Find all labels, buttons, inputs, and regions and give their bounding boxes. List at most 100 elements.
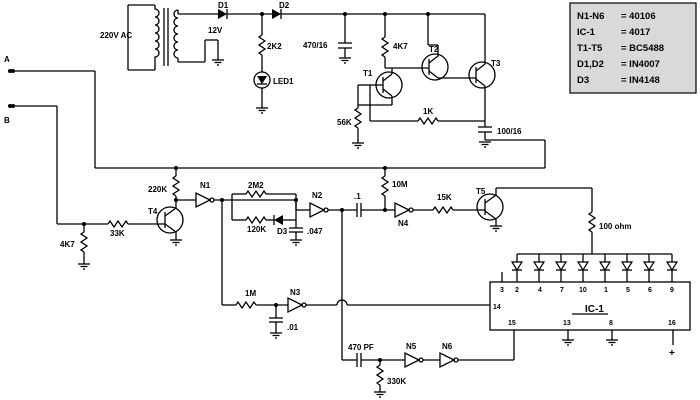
c047-label: .047 xyxy=(307,227,323,236)
led-pin-10 xyxy=(576,254,590,282)
resistor-1m xyxy=(235,300,257,310)
ic-pin-14: 14 xyxy=(493,304,501,311)
legend-value-5: = IN4148 xyxy=(621,75,660,86)
n2-label: N2 xyxy=(312,191,323,200)
mains-label: 220V AC xyxy=(100,31,132,40)
r15k-label: 15K xyxy=(437,193,452,202)
led-pin-1 xyxy=(598,254,612,282)
resistor-100-ohm xyxy=(587,211,597,233)
led1 xyxy=(253,71,271,89)
ic-pin-6: 6 xyxy=(648,287,652,294)
capacitor-047 xyxy=(289,227,303,233)
ic-pin-4: 4 xyxy=(538,287,542,294)
vcc-plus-label: + xyxy=(669,348,675,359)
legend-part-1: N1-N6 xyxy=(577,11,604,22)
component-legend: N1-N6 = 40106 IC-1 = 4017 T1-T5 = BC5488… xyxy=(569,2,697,94)
diode-d1 xyxy=(218,9,228,19)
c470-label: 470/16 xyxy=(303,41,328,50)
inverter-n4 xyxy=(394,201,414,219)
ic1-label: IC-1 xyxy=(585,304,604,315)
ic-pin-3: 3 xyxy=(500,287,504,294)
legend-part-3: T1-T5 xyxy=(577,43,603,54)
ic1-counter: IC-1 3 2 4 7 10 1 5 6 9 14 15 13 8 16 + xyxy=(489,272,691,359)
n1-label: N1 xyxy=(200,181,211,190)
r10m-label: 10M xyxy=(392,180,408,189)
capacitor-470pf xyxy=(356,353,362,367)
d2-label: D2 xyxy=(279,1,290,10)
led-pin-5 xyxy=(620,254,634,282)
ic-pin-7: 7 xyxy=(560,287,564,294)
ic-pin-16: 16 xyxy=(668,320,676,327)
t1-label: T1 xyxy=(363,69,373,78)
ground-symbol xyxy=(270,332,282,339)
diode-d2 xyxy=(272,9,282,19)
ground-symbol xyxy=(212,59,224,66)
ground-symbol xyxy=(606,339,618,346)
input-terminals: A B xyxy=(4,55,546,225)
transistor-t2 xyxy=(421,50,449,81)
resistor-1k xyxy=(417,116,439,126)
ic-pin-5: 5 xyxy=(626,287,630,294)
r33k-label: 33K xyxy=(110,229,125,238)
r100-label: 100 ohm xyxy=(599,222,631,231)
legend-value-2: = 4017 xyxy=(621,27,650,38)
transistor-t4 xyxy=(156,206,184,234)
c100-label: 100/16 xyxy=(497,127,522,136)
r56k-label: 56K xyxy=(337,118,352,127)
input-b-terminal xyxy=(8,104,12,108)
r120k-label: 120K xyxy=(247,225,266,234)
ground-symbol xyxy=(479,141,491,148)
capacitor-470uf xyxy=(338,42,352,49)
c470pf-label: 470 PF xyxy=(348,343,374,352)
t4-label: T4 xyxy=(148,207,158,216)
led-pin-2 xyxy=(510,254,524,282)
t5-label: T5 xyxy=(476,187,486,196)
transistor-t1 xyxy=(375,68,403,105)
capacitor-0-01 xyxy=(269,317,283,323)
resistor-4k7-top xyxy=(380,36,390,58)
n5-label: N5 xyxy=(406,342,417,351)
transistor-t3 xyxy=(468,61,496,89)
transistor-t5 xyxy=(476,193,504,221)
secondary-label: 12V xyxy=(208,26,223,35)
ground-symbol xyxy=(290,239,302,246)
n6-label: N6 xyxy=(442,342,453,351)
r1m-label: 1M xyxy=(245,289,256,298)
led-pin-6 xyxy=(642,254,656,282)
inverter-n5 xyxy=(404,351,424,369)
d1-label: D1 xyxy=(218,1,229,10)
legend-value-1: = 40106 xyxy=(621,11,656,22)
led-pin-4 xyxy=(532,254,546,282)
resistor-220k xyxy=(171,175,181,197)
r220k-label: 220K xyxy=(148,185,167,194)
resistor-33k xyxy=(107,219,129,229)
capacitor-0-1 xyxy=(356,203,362,217)
legend-part-4: D1,D2 xyxy=(577,59,604,70)
n3-label: N3 xyxy=(290,288,301,297)
c001-label: .01 xyxy=(287,323,299,332)
t3-label: T3 xyxy=(491,59,501,68)
r2m2-label: 2M2 xyxy=(248,181,264,190)
ground-symbol xyxy=(339,57,351,64)
ground-symbol xyxy=(256,107,268,114)
ground-symbol xyxy=(562,339,574,346)
t2-label: T2 xyxy=(429,45,439,54)
r330k-label: 330K xyxy=(387,377,406,386)
inverter-n3 xyxy=(287,296,307,314)
resistor-56k xyxy=(353,107,363,129)
ic-pin-1: 1 xyxy=(604,287,608,294)
legend-value-4: = IN4007 xyxy=(621,59,660,70)
legend-part-2: IC-1 xyxy=(577,27,596,38)
ground-symbol xyxy=(352,142,364,149)
c01-label: .1 xyxy=(354,192,361,201)
capacitor-100uf xyxy=(478,126,492,133)
resistor-2m2 xyxy=(245,189,267,199)
r2k2-label: 2K2 xyxy=(267,42,282,51)
ic-pin-13: 13 xyxy=(563,320,571,327)
resistor-4k7-input xyxy=(79,231,89,253)
led-array xyxy=(510,253,679,282)
resistor-120k xyxy=(245,215,267,225)
ic-pin-8: 8 xyxy=(609,320,613,327)
ground-symbol xyxy=(490,225,502,232)
